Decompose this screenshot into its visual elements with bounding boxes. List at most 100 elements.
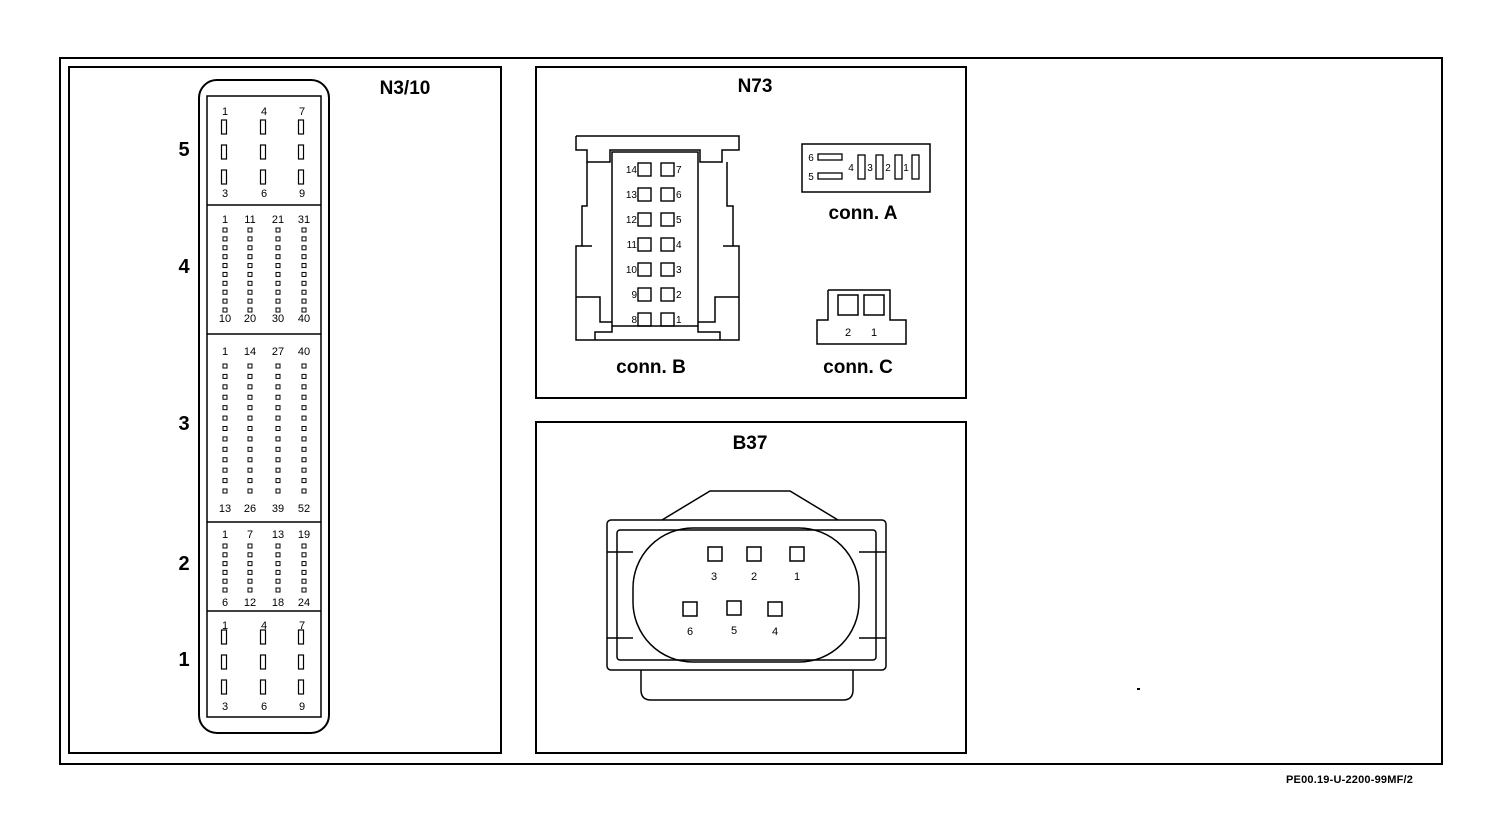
- conn-b-pin: [637, 312, 652, 327]
- conn-b-pin-label: 9: [631, 290, 637, 301]
- n3-10-pin: [301, 561, 307, 567]
- conn-c-pin-label: 1: [871, 327, 877, 339]
- n3-10-pin: [275, 307, 281, 313]
- n3-10-housing: [198, 79, 330, 734]
- n3-10-pin: [247, 436, 253, 442]
- n3-10-pin: [259, 679, 267, 695]
- n3-10-pin: [275, 263, 281, 269]
- conn-b-pin-label: 4: [676, 240, 682, 251]
- n3-10-pin: [220, 654, 228, 670]
- n3-10-pin: [247, 587, 253, 593]
- n3-10-pin: [247, 569, 253, 575]
- b37-pin-label: 4: [772, 626, 778, 638]
- n3-10-pin: [222, 254, 228, 260]
- pin-label: 7: [299, 106, 305, 118]
- n3-10-pin: [247, 263, 253, 269]
- conn-b-pin: [637, 162, 652, 177]
- n3-10-pin: [259, 119, 267, 135]
- conn-b-pin-label: 3: [676, 265, 682, 276]
- b37-pin: [767, 601, 783, 617]
- conn-b-pin-label: 14: [626, 165, 638, 176]
- b37-pin-label: 6: [687, 626, 693, 638]
- section-number: 4: [178, 256, 190, 278]
- pin-label: 24: [298, 597, 310, 609]
- n3-10-pin: [275, 271, 281, 277]
- n3-10-pin: [275, 488, 281, 494]
- pin-label: 39: [272, 503, 284, 515]
- n3-10-pin: [247, 457, 253, 463]
- n3-10-pin: [247, 271, 253, 277]
- pin-label: 6: [261, 701, 267, 713]
- pin-label: 6: [261, 188, 267, 200]
- n3-10-pin: [275, 478, 281, 484]
- b37-pin-label: 5: [731, 625, 737, 637]
- n3-10-pin-array: [220, 119, 307, 695]
- pin-label: 4: [261, 620, 267, 632]
- pin-label: 1: [222, 620, 228, 632]
- conn-a-pin-label: 5: [808, 172, 814, 183]
- b37-title: B37: [733, 433, 768, 454]
- n3-10-pin: [275, 394, 281, 400]
- n3-10-pin: [222, 446, 228, 452]
- b37-frame: [535, 421, 967, 754]
- n3-10-pin: [301, 394, 307, 400]
- n3-10-pin: [275, 426, 281, 431]
- conn-b-pin: [637, 237, 652, 252]
- n3-10-pin: [301, 543, 307, 549]
- conn-b-pin: [660, 212, 675, 227]
- pin-label: 30: [272, 313, 284, 325]
- n3-10-pin: [301, 426, 307, 431]
- b37-pin: [746, 546, 762, 562]
- n3-10-pin: [275, 578, 281, 584]
- n3-10-pin: [220, 629, 228, 645]
- n3-10-pin: [275, 415, 281, 421]
- conn-c-housing: [816, 289, 907, 345]
- n3-10-title: N3/10: [380, 78, 431, 99]
- n3-10-pin: [301, 236, 307, 242]
- n3-10-pin: [259, 144, 267, 160]
- conn-b-pin-label: 12: [626, 215, 638, 226]
- n3-10-pin: [247, 446, 253, 452]
- conn-b-pin-label: 2: [676, 290, 682, 301]
- pin-label: 26: [244, 503, 256, 515]
- n3-10-pin: [247, 415, 253, 421]
- conn-b-pin: [637, 212, 652, 227]
- pin-label: 19: [298, 529, 310, 541]
- conn-b-pin-label: 8: [631, 315, 637, 326]
- n3-10-pin: [247, 384, 253, 390]
- n3-10-pin: [301, 280, 307, 286]
- n3-10-pin: [275, 384, 281, 390]
- b37-pin: [789, 546, 805, 562]
- n3-10-pin: [222, 578, 228, 584]
- n3-10-pin: [222, 457, 228, 463]
- n3-10-pin: [275, 373, 281, 379]
- pin-label: 9: [299, 701, 305, 713]
- n3-10-pin: [222, 236, 228, 242]
- n3-10-pin: [222, 478, 228, 484]
- conn-c-label: conn. C: [823, 357, 893, 378]
- pin-label: 1: [222, 346, 228, 358]
- n3-10-pin: [301, 263, 307, 269]
- n3-10-pin: [301, 271, 307, 277]
- n3-10-pin: [259, 629, 267, 645]
- n3-10-pin: [301, 298, 307, 304]
- conn-c-pin-label: 2: [845, 327, 851, 339]
- pin-label: 52: [298, 503, 310, 515]
- n3-10-pin: [220, 119, 228, 135]
- conn-a-label: conn. A: [829, 203, 898, 224]
- n3-10-pin: [247, 298, 253, 304]
- n3-10-pin: [297, 169, 305, 185]
- conn-a-pin-label: 6: [808, 153, 814, 164]
- n3-10-pin: [297, 629, 305, 645]
- n3-10-pin: [301, 467, 307, 473]
- conn-b-pin: [660, 187, 675, 202]
- n3-10-pin: [297, 654, 305, 670]
- n3-10-pin: [247, 488, 253, 494]
- pin-label: 14: [244, 346, 256, 358]
- section-number: 5: [178, 139, 189, 161]
- n3-10-pin: [301, 587, 307, 593]
- pin-label: 31: [298, 214, 310, 226]
- n3-10-pin: [275, 543, 281, 549]
- conn-b-pin-label: 7: [676, 165, 682, 176]
